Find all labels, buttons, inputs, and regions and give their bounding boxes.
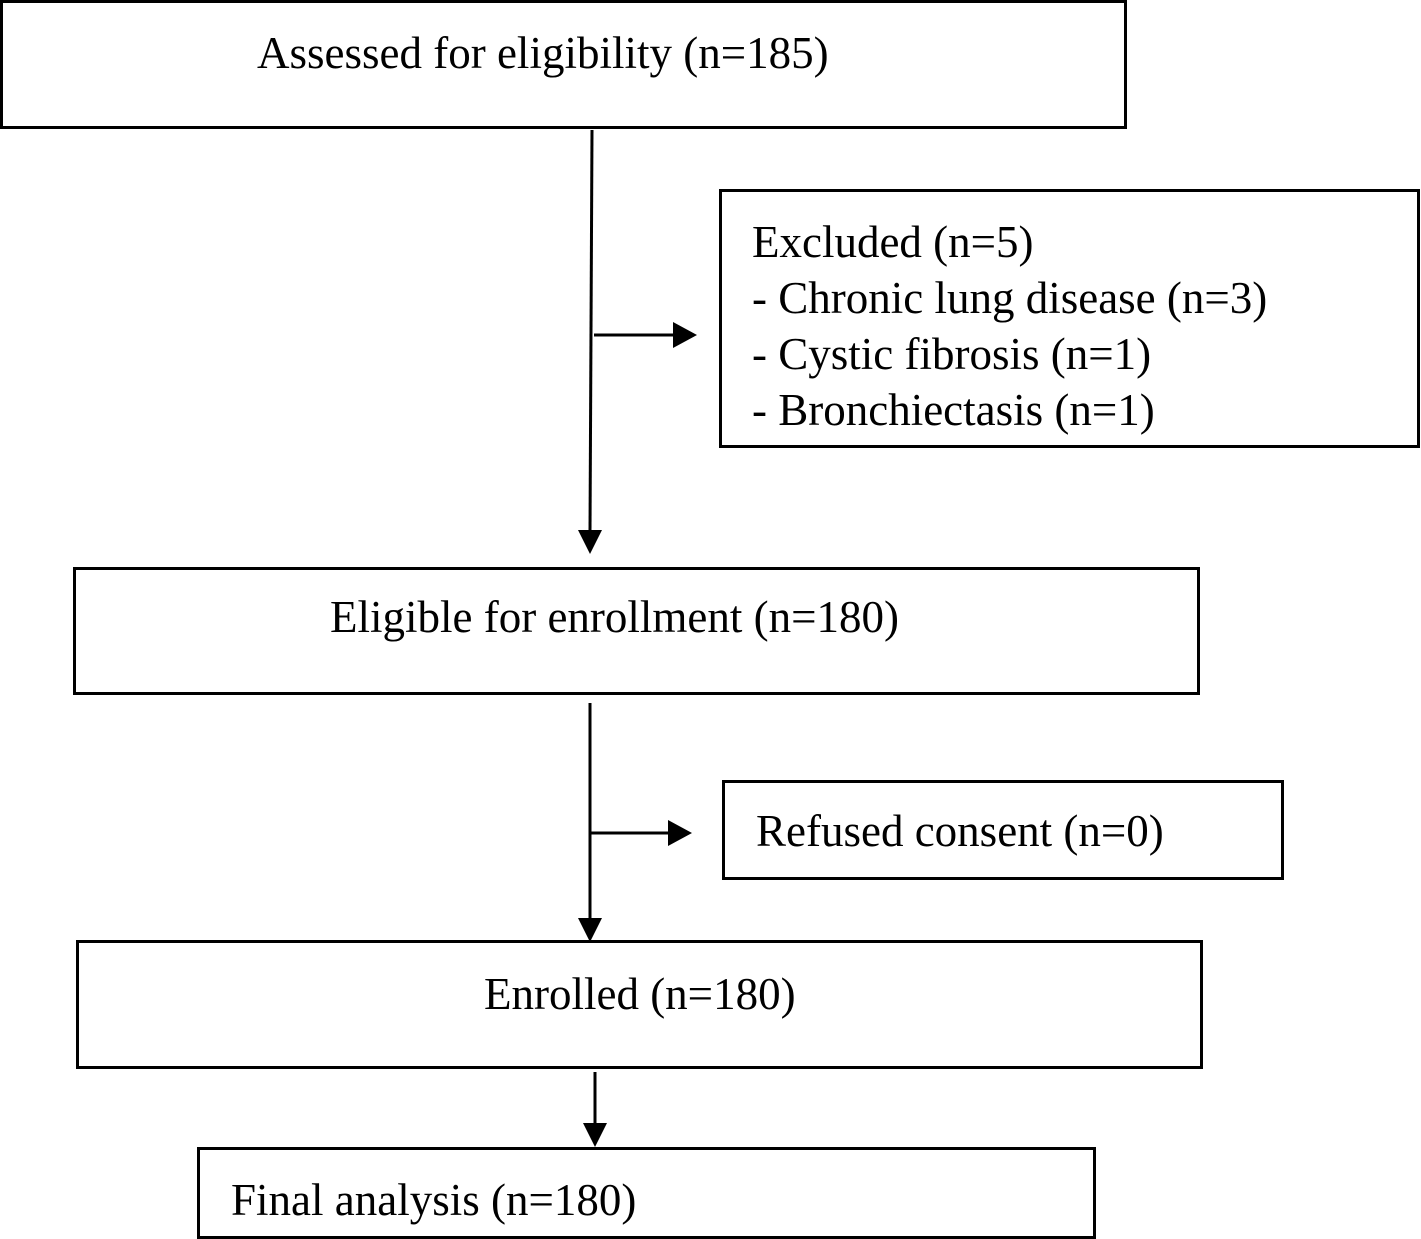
excluded-reason: - Cystic fibrosis (n=1) <box>752 329 1152 379</box>
excluded-box: Excluded (n=5) - Chronic lung disease (n… <box>719 189 1420 448</box>
excluded-reason: - Bronchiectasis (n=1) <box>752 385 1155 435</box>
arrowhead-final <box>583 1123 607 1147</box>
final-label: Final analysis (n=180) <box>231 1175 637 1225</box>
assessed-box: Assessed for eligibility (n=185) <box>0 0 1127 129</box>
enrolled-label: Enrolled (n=180) <box>484 969 796 1019</box>
arrowhead-refused <box>668 820 692 846</box>
arrow-assessed-to-eligible <box>588 129 594 533</box>
eligible-box: Eligible for enrollment (n=180) <box>73 567 1200 695</box>
final-box: Final analysis (n=180) <box>197 1147 1096 1239</box>
refused-box: Refused consent (n=0) <box>722 780 1284 880</box>
arrowhead-eligible <box>578 530 602 554</box>
excluded-title: Excluded (n=5) <box>752 217 1034 267</box>
excluded-reason: - Chronic lung disease (n=3) <box>752 273 1268 323</box>
enrolled-box: Enrolled (n=180) <box>76 940 1203 1069</box>
eligible-label: Eligible for enrollment (n=180) <box>330 592 899 642</box>
arrowhead-excluded <box>673 322 697 348</box>
assessed-label: Assessed for eligibility (n=185) <box>257 28 829 78</box>
arrowhead-enrolled <box>578 918 602 942</box>
refused-label: Refused consent (n=0) <box>756 806 1164 856</box>
